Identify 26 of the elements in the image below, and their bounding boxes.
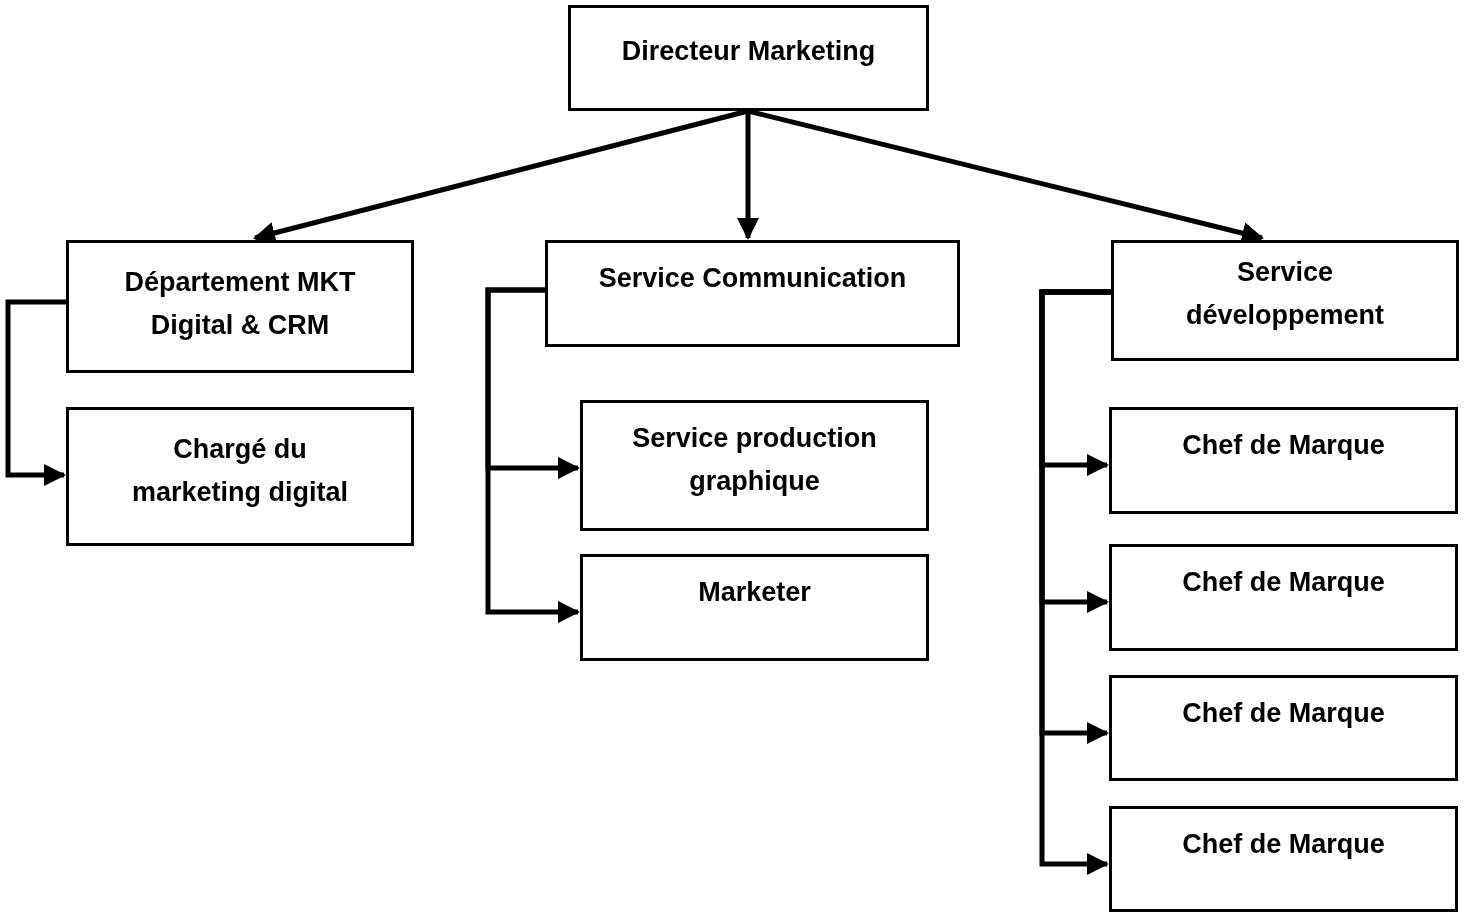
org-box [1109,544,1458,651]
box-label: Chargé du marketing digital [130,433,349,510]
arrow [485,287,580,623]
box-label: Chef de Marque [1181,697,1386,730]
box-label: Directeur Marketing [620,35,877,68]
box-label: Département MKT Digital & CRM [123,266,357,343]
box-label: Service développement [1184,256,1385,333]
arrow [737,111,759,240]
org-box [66,407,414,546]
org-box [1109,675,1458,781]
box-label: Chef de Marque [1181,828,1386,861]
arrow [5,299,66,486]
org-box [1109,407,1458,514]
org-box [580,400,929,531]
org-box [1109,806,1458,912]
box-label: Marketer [697,576,812,609]
org-box [545,240,960,347]
org-box [1111,240,1459,361]
box-label: Service production graphique [631,422,878,499]
box-label: Service Communication [597,262,908,295]
org-box [568,5,929,111]
org-box [580,554,929,661]
box-label: Chef de Marque [1181,566,1386,599]
arrow [1039,289,1111,875]
box-label: Chef de Marque [1181,429,1386,462]
org-box [66,240,414,373]
